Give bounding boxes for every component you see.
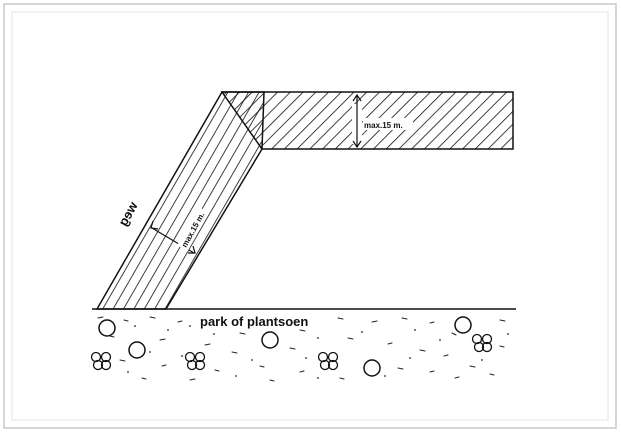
dimension-vertical bbox=[352, 93, 362, 149]
building-strip-diagonal bbox=[95, 91, 265, 310]
width-label-vertical: max.15 m. bbox=[364, 121, 403, 130]
road-label: weg bbox=[115, 198, 141, 228]
park-label: park of plantsoen bbox=[200, 314, 308, 329]
outer-border bbox=[3, 3, 617, 429]
park-ground-texture bbox=[97, 316, 506, 382]
shrub-icons bbox=[90, 333, 493, 371]
inner-border bbox=[11, 11, 609, 421]
tree-circles bbox=[98, 316, 472, 377]
